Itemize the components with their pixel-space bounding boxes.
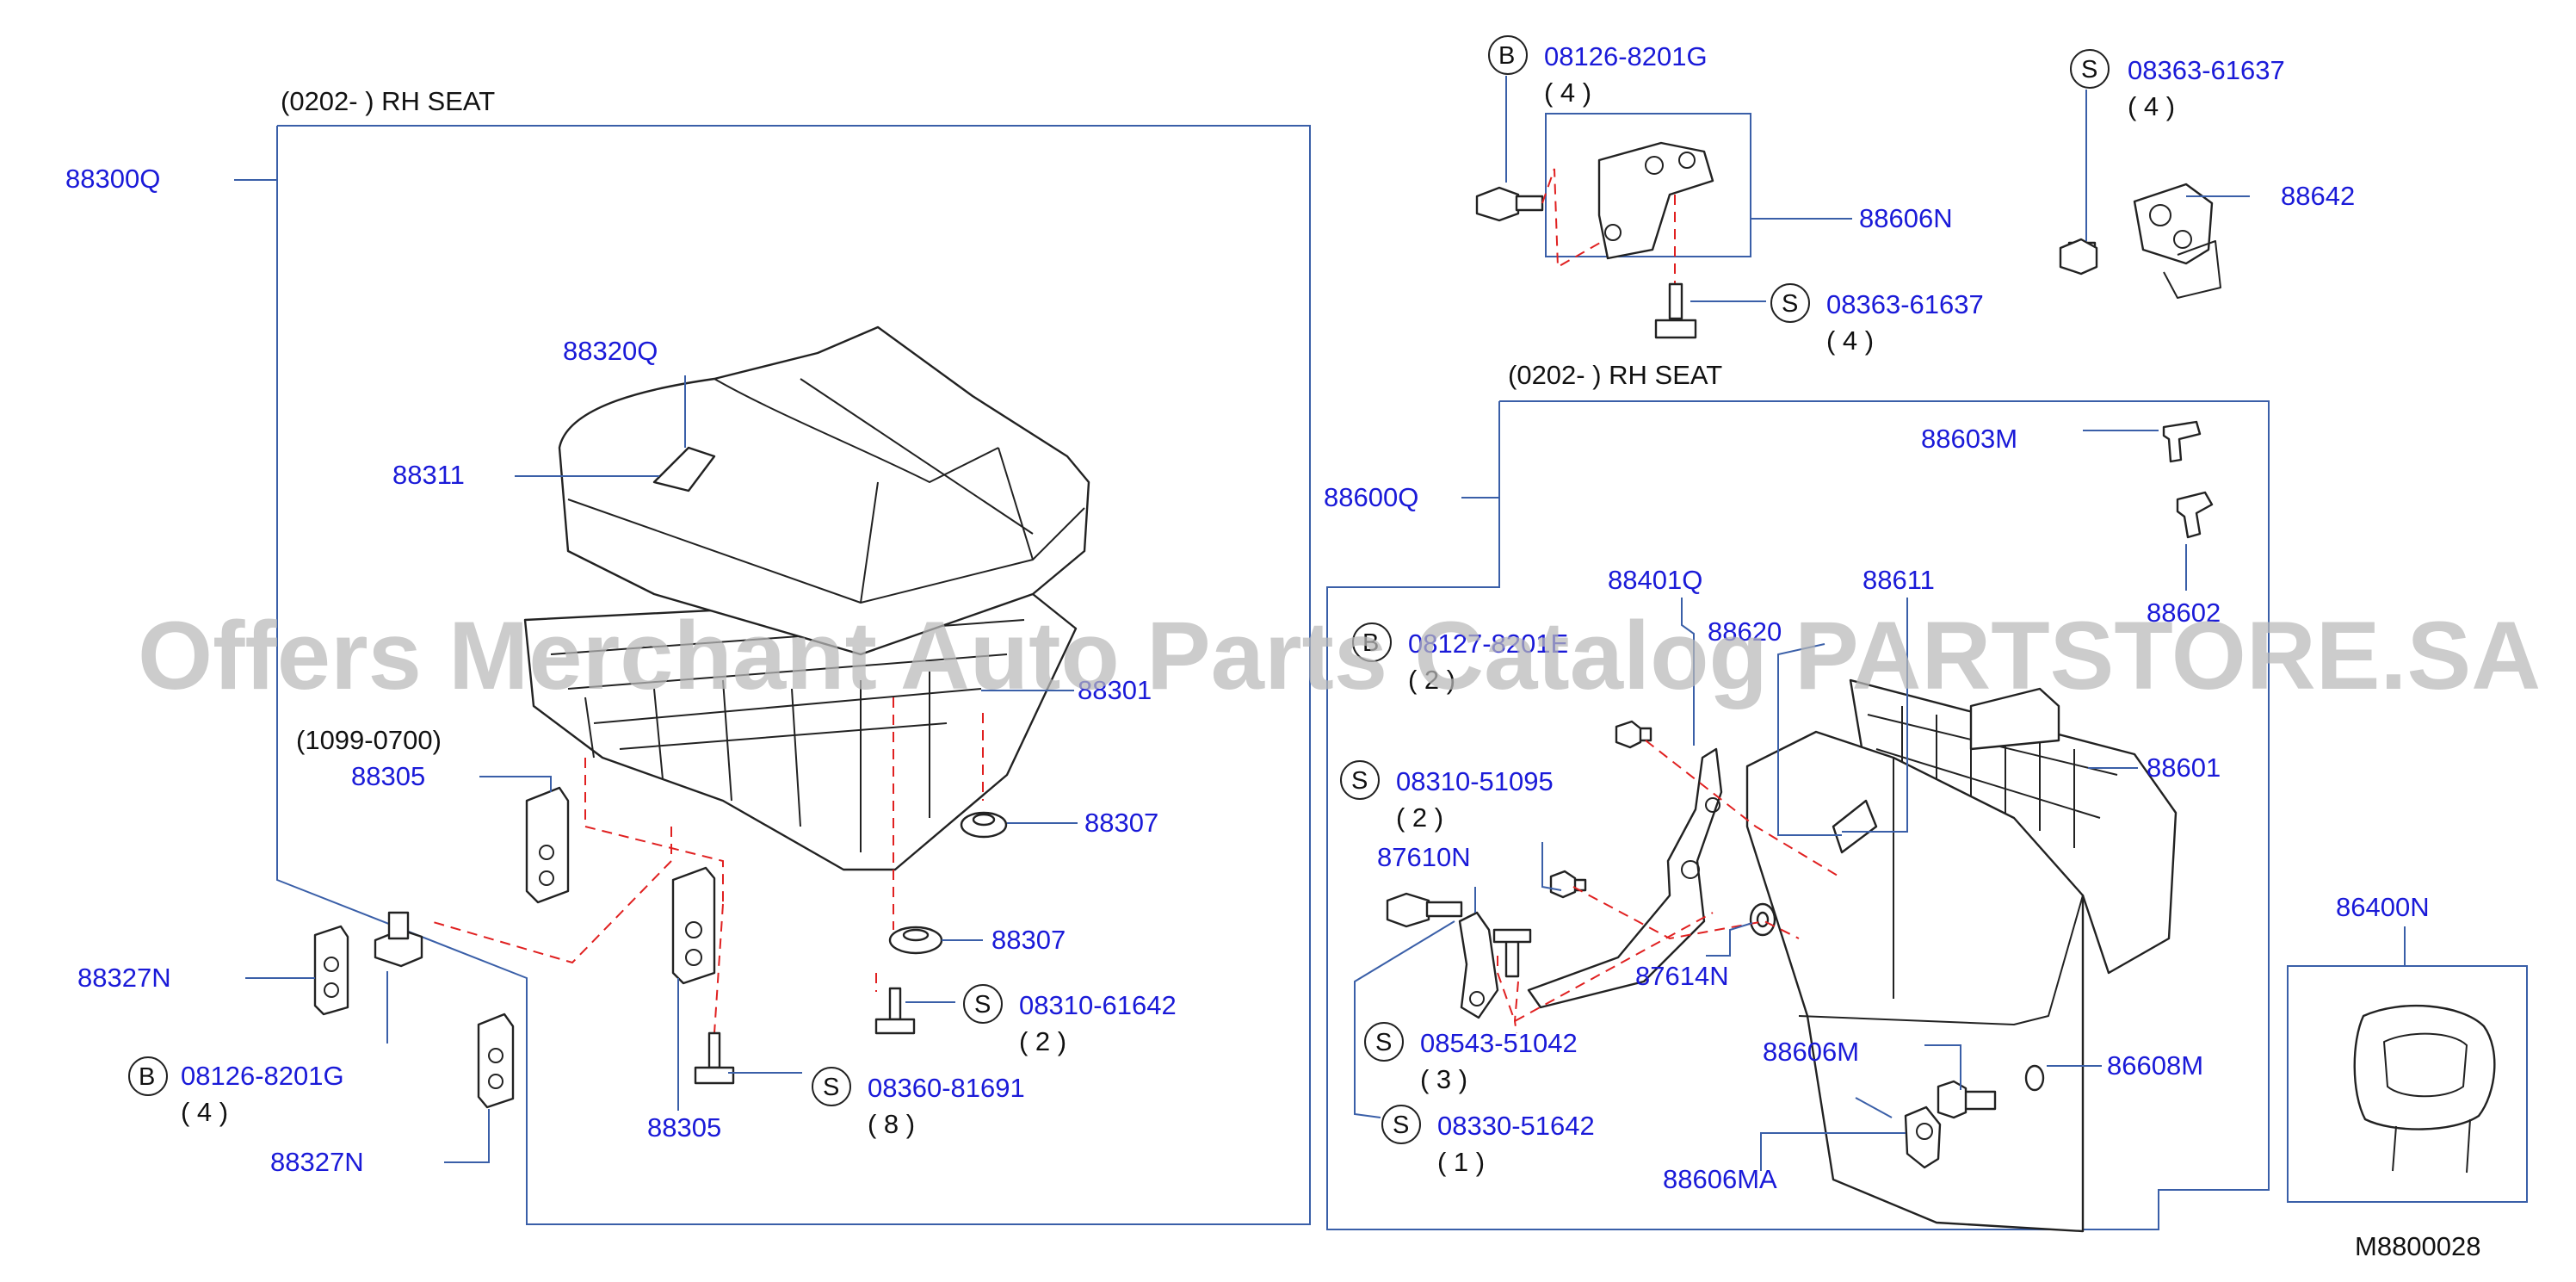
qty-08127-8201E: ( 2 ) [1408,665,1455,695]
bolt-code: B [139,1063,155,1091]
part-label-88606N[interactable]: 88606N [1859,203,1953,233]
cushion-frame-outline [276,125,1311,1225]
seat-cushion-drawing [313,325,1090,1109]
part-label-88620[interactable]: 88620 [1708,616,1782,647]
part-label-88327N-upper[interactable]: 88327N [77,963,171,993]
back-screw-1-code-circle [1340,760,1380,800]
headrest-drawing [2353,1004,2496,1174]
part-label-88606MA[interactable]: 88606MA [1663,1164,1777,1194]
part-label-88600Q[interactable]: 88600Q [1324,482,1418,512]
top-parts-drawing [1475,141,2221,339]
top-screw-code-circle [1770,283,1810,323]
part-label-88611[interactable]: 88611 [1863,565,1935,595]
top-bolt-code-circle [1488,35,1528,75]
screw-a-code: S [974,991,991,1019]
screw-a-code-circle [963,984,1003,1024]
date-note: (1099-0700) [296,725,442,755]
part-label-88300Q[interactable]: 88300Q [65,164,160,194]
part-label-08360-81691[interactable]: 08360-81691 [868,1073,1025,1103]
part-label-08310-51095[interactable]: 08310-51095 [1396,766,1554,796]
bolt-code-circle [128,1056,168,1096]
part-label-88305-upper[interactable]: 88305 [351,761,425,791]
qty-08126-8201G-top: ( 4 ) [1544,77,1591,108]
part-label-87610N[interactable]: 87610N [1377,842,1471,872]
part-label-88642[interactable]: 88642 [2281,181,2355,211]
top-bracket-box [1545,113,1751,257]
part-label-08126-8201G-cushion[interactable]: 08126-8201G [181,1061,344,1091]
qty-08310-61642: ( 2 ) [1019,1026,1066,1056]
part-label-88602[interactable]: 88602 [2147,598,2221,628]
qty-08310-51095: ( 2 ) [1396,802,1443,833]
part-label-88311[interactable]: 88311 [392,460,465,490]
qty-08363-61637-clip: ( 4 ) [2128,91,2175,121]
back-heading: (0202- ) RH SEAT [1508,360,1722,390]
part-label-08310-61642[interactable]: 08310-61642 [1019,990,1177,1020]
qty-08363-61637-bracket: ( 4 ) [1826,325,1874,356]
part-label-88307-upper[interactable]: 88307 [1084,808,1158,838]
part-label-88401Q[interactable]: 88401Q [1608,565,1702,595]
part-label-08126-8201G-top[interactable]: 08126-8201G [1544,41,1708,71]
back-screw-2-code: S [1375,1029,1392,1056]
watermark-text: Offers Merchant Auto Parts Catalog PARTS… [138,602,2541,709]
screw-b-code-circle [812,1067,851,1106]
headrest-box [2287,965,2528,1203]
part-label-08127-8201E[interactable]: 08127-8201E [1408,629,1568,659]
qty-08330-51642: ( 1 ) [1437,1147,1485,1177]
back-screw-1-code: S [1351,767,1368,795]
qty-08543-51042: ( 3 ) [1420,1064,1467,1094]
part-label-08363-61637-clip[interactable]: 08363-61637 [2128,55,2285,85]
back-bolt-code-circle [1352,622,1392,662]
part-label-88307-lower[interactable]: 88307 [991,925,1066,955]
screw-b-code: S [823,1074,839,1101]
back-screw-2-code-circle [1364,1022,1404,1062]
part-label-88606M[interactable]: 88606M [1763,1037,1859,1067]
part-label-08330-51642[interactable]: 08330-51642 [1437,1111,1595,1141]
back-bolt-code: B [1362,629,1379,657]
top-screw-code: S [1782,290,1798,318]
part-label-86400N[interactable]: 86400N [2336,892,2430,922]
leader-lines [234,76,2406,1171]
back-frame-outline [1326,400,2270,1230]
clip-screw-code: S [2081,56,2097,84]
back-screw-3-code-circle [1381,1105,1421,1144]
part-label-88320Q[interactable]: 88320Q [563,336,658,366]
top-bolt-code: B [1498,42,1515,70]
diagram-code: M8800028 [2355,1231,2481,1261]
part-label-88301[interactable]: 88301 [1078,675,1152,705]
qty-08360-81691: ( 8 ) [868,1109,915,1139]
back-screw-3-code: S [1393,1112,1409,1139]
part-label-88603M[interactable]: 88603M [1921,424,2017,454]
seat-back-drawing [1386,420,2214,1233]
part-label-88327N-lower[interactable]: 88327N [270,1147,364,1177]
qty-08126-8201G-cushion: ( 4 ) [181,1097,228,1127]
part-label-86608M[interactable]: 86608M [2107,1050,2203,1081]
part-label-08363-61637-bracket[interactable]: 08363-61637 [1826,289,1984,319]
part-label-88601[interactable]: 88601 [2147,752,2221,783]
part-label-08543-51042[interactable]: 08543-51042 [1420,1028,1578,1058]
clip-screw-code-circle [2070,49,2110,89]
part-label-87614N[interactable]: 87614N [1635,961,1729,991]
cushion-heading: (0202- ) RH SEAT [281,86,495,116]
part-label-88305-lower[interactable]: 88305 [647,1112,721,1143]
